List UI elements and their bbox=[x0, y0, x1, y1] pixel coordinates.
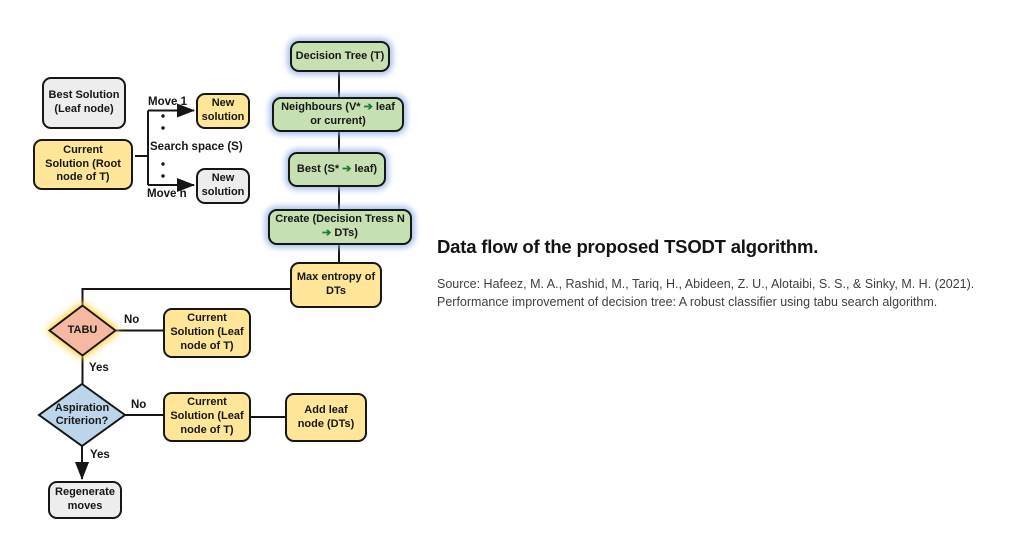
caption-source: Source: Hafeez, M. A., Rashid, M., Tariq… bbox=[437, 277, 975, 310]
edge-label-tabu-yes: Yes bbox=[89, 362, 109, 374]
node-max-entropy: Max entropy of DTs bbox=[290, 262, 382, 308]
edge-label-aspiration-yes: Yes bbox=[90, 449, 110, 461]
tabu-decision-diamond bbox=[47, 304, 118, 357]
best-text: Best (S* bbox=[296, 162, 340, 175]
node-current-solution-leaf-2: Current Solution (Leaf node of T) bbox=[163, 392, 251, 442]
right-arrow-icon: ➔ bbox=[322, 227, 332, 239]
node-new-solution-1: New solution bbox=[196, 93, 250, 129]
node-regenerate-moves: Regenerate moves bbox=[48, 481, 122, 519]
aspiration-diamond-label: Aspiration Criterion? bbox=[54, 402, 110, 428]
create-text: Create (Decision Tress N bbox=[275, 213, 405, 226]
neighbours-text: leaf or current) bbox=[310, 100, 395, 127]
figure-caption: Data flow of the proposed TSODT algorith… bbox=[437, 236, 1012, 311]
neighbours-text: Neighbours (V* bbox=[281, 100, 361, 113]
node-best: Best (S* ➔ leaf) bbox=[288, 152, 386, 187]
node-neighbours: Neighbours (V* ➔ leaf or current) bbox=[272, 97, 404, 132]
node-new-solution-2: New solution bbox=[196, 168, 250, 204]
aspiration-decision-diamond bbox=[37, 382, 127, 448]
tabu-diamond-label: TABU bbox=[67, 324, 98, 336]
right-arrow-icon: ➔ bbox=[342, 162, 352, 175]
node-decision-tree: Decision Tree (T) bbox=[290, 41, 390, 72]
edge-label-aspiration-no: No bbox=[131, 399, 147, 411]
node-best-solution: Best Solution (Leaf node) bbox=[42, 77, 126, 129]
edge-label-tabu-no: No bbox=[124, 314, 140, 326]
right-arrow-icon: ➔ bbox=[363, 100, 373, 113]
connector-lines bbox=[75, 72, 340, 480]
edge-label-search-space: Search space (S) bbox=[150, 141, 243, 153]
node-current-solution-leaf-1: Current Solution (Leaf node of T) bbox=[163, 308, 251, 358]
edge-label-move-n: Move n bbox=[147, 188, 187, 200]
move-ellipsis-dots bbox=[161, 114, 165, 178]
node-current-solution-root: Current Solution (Root node of T) bbox=[33, 139, 133, 190]
node-add-leaf-node: Add leaf node (DTs) bbox=[285, 393, 367, 442]
node-create: Create (Decision Tress N ➔ DTs) bbox=[268, 209, 412, 245]
caption-title: Data flow of the proposed TSODT algorith… bbox=[437, 236, 819, 257]
edge-label-move-1: Move 1 bbox=[148, 96, 187, 108]
create-text: DTs) bbox=[334, 227, 358, 239]
best-text: leaf) bbox=[354, 162, 378, 175]
